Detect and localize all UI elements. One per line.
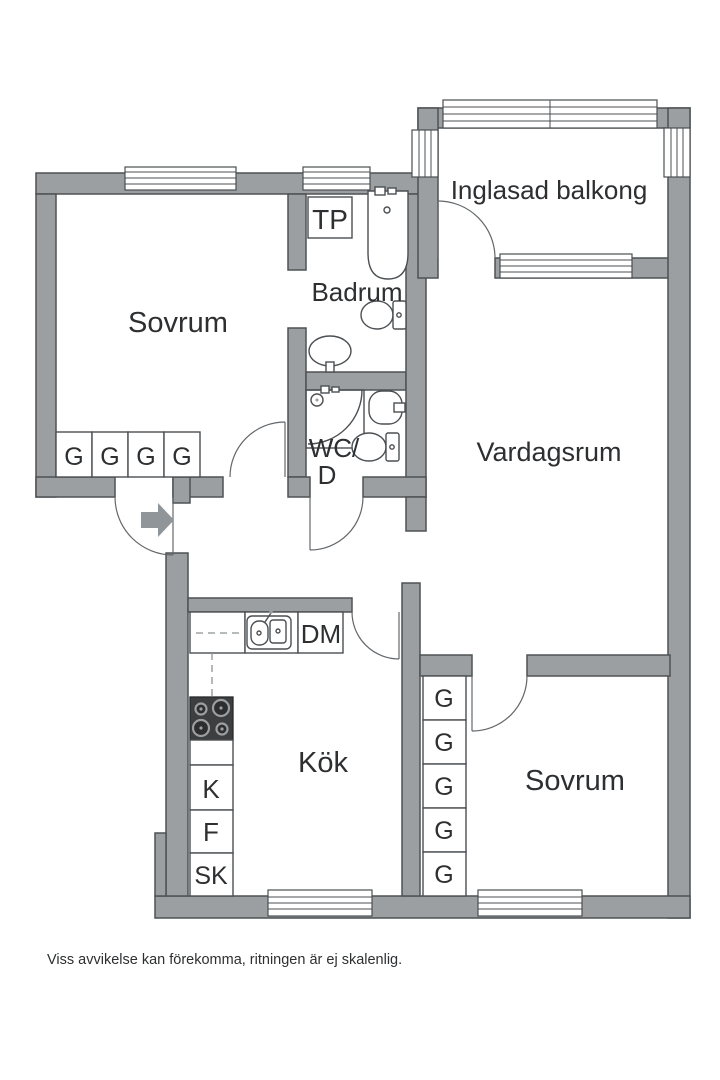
room-labels: Sovrum Badrum TP WC/ D Inglasad balkong …	[64, 175, 647, 890]
door-entry	[114, 496, 174, 556]
door-kok	[351, 611, 400, 660]
label-garderob: G	[434, 773, 453, 801]
label-kyl: K	[202, 774, 220, 804]
tp-unit	[307, 196, 353, 239]
doors	[114, 200, 528, 732]
cabinet-box	[189, 852, 234, 897]
window-balkong-top	[442, 99, 658, 129]
door-balkong	[437, 200, 496, 259]
label-wc-line1: WC/	[309, 433, 360, 463]
shower	[305, 385, 365, 449]
window-balkong-right	[663, 127, 691, 178]
label-inglasad-balkong: Inglasad balkong	[451, 175, 648, 205]
kitchen-appliance-column	[189, 739, 234, 897]
window-sovrum-1	[124, 166, 237, 191]
sink-wc	[368, 390, 406, 425]
label-garderob: G	[434, 685, 453, 713]
dishwasher-box	[297, 611, 344, 654]
label-garderob: G	[434, 861, 453, 889]
label-kok: Kök	[298, 747, 348, 779]
label-garderob: G	[434, 729, 453, 757]
door-wc-d	[309, 496, 364, 551]
label-tp: TP	[312, 204, 348, 235]
door-sovrum-2	[471, 675, 528, 732]
wardrobes-sovrum-2	[422, 675, 467, 897]
toilet-badrum	[360, 300, 407, 330]
label-sovrum-2: Sovrum	[525, 765, 625, 797]
stove	[189, 696, 234, 741]
label-garderob: G	[64, 443, 83, 471]
sink-badrum	[308, 335, 352, 373]
bathtub	[367, 186, 409, 280]
door-sovrum-1	[229, 421, 286, 478]
kitchen-sink	[246, 610, 292, 650]
window-kok	[267, 889, 373, 917]
toilet-wc	[351, 432, 400, 462]
freezer-box	[189, 809, 234, 854]
entry-direction-arrow-icon	[141, 503, 174, 537]
window-balkong-left	[411, 129, 439, 178]
fixtures	[55, 186, 467, 897]
window-badrum	[302, 166, 371, 191]
disclaimer-text: Viss avvikelse kan förekomma, ritningen …	[47, 952, 403, 968]
windows	[124, 99, 691, 917]
label-frys: F	[203, 817, 219, 847]
label-vardagsrum: Vardagsrum	[476, 437, 621, 467]
label-garderob: G	[172, 443, 191, 471]
label-sovrum-1: Sovrum	[128, 307, 228, 339]
wardrobes-sovrum-1	[55, 431, 201, 478]
label-badrum: Badrum	[311, 277, 402, 307]
label-dm: DM	[301, 619, 341, 649]
label-wc-line2: D	[318, 460, 337, 490]
label-garderob: G	[100, 443, 119, 471]
label-garderob: G	[136, 443, 155, 471]
label-skap: SK	[194, 862, 228, 890]
window-sovrum-2	[477, 889, 583, 917]
window-balkong-vardagsrum	[499, 253, 633, 279]
label-garderob: G	[434, 817, 453, 845]
